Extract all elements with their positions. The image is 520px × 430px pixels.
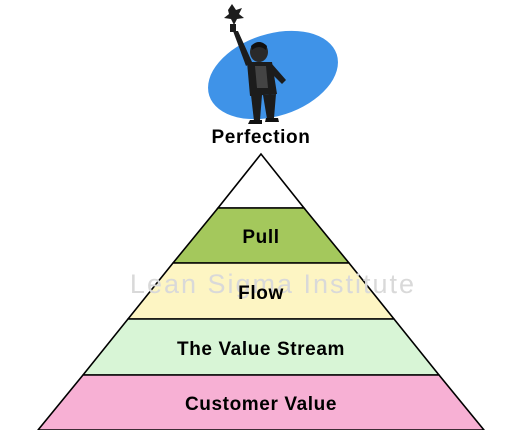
pyramid: [37, 152, 485, 430]
pull-label: Pull: [242, 227, 279, 248]
pyramid-apex: [216, 152, 306, 209]
value-stream-label: The Value Stream: [177, 339, 345, 360]
flow-label: Flow: [238, 283, 284, 304]
customer-value-label: Customer Value: [185, 394, 337, 415]
trophy-icon: [224, 4, 244, 32]
figure-with-trophy-icon: [208, 4, 338, 124]
pyramid-layer-customer-value: [37, 374, 485, 430]
perfection-label: Perfection: [212, 127, 311, 148]
watermark-text: Lean Sigma Institute: [130, 269, 416, 299]
